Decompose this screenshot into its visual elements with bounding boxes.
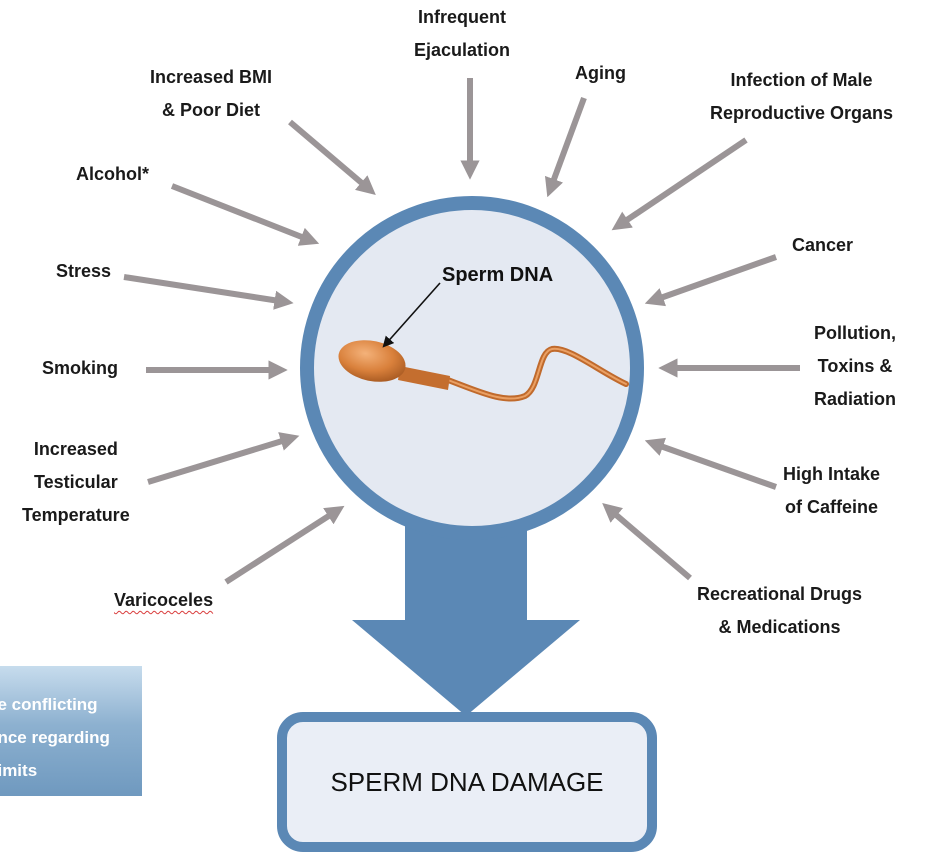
factor-infrequent-ejaculation: Infrequent Ejaculation — [414, 7, 511, 60]
factor-varicoceles: Varicoceles — [114, 590, 214, 610]
outcome-label: SPERM DNA DAMAGE — [330, 766, 604, 797]
arrow-bmi — [288, 119, 376, 195]
arrow-alcohol — [170, 183, 320, 246]
factor-aging: Aging — [575, 63, 626, 83]
arrow-caffeine — [644, 437, 778, 490]
factor-caffeine: High Intake of Caffeine — [783, 464, 881, 517]
footnote-text: *Some conflicting evidence regarding saf… — [0, 695, 110, 780]
sperm-dna-label: Sperm DNA — [442, 264, 554, 286]
factor-drugs: Recreational Drugs & Medications — [697, 584, 863, 637]
arrow-varicoceles — [224, 505, 345, 585]
factor-stress: Stress — [56, 261, 112, 281]
factor-alcohol: Alcohol* — [76, 164, 150, 184]
big-down-arrow — [352, 500, 580, 716]
arrow-temperature — [147, 432, 300, 485]
arrow-stress — [123, 274, 294, 310]
factor-infection: Infection of Male Reproductive Organs — [710, 70, 894, 123]
sperm-dna-pointer — [382, 282, 441, 348]
arrow-aging — [544, 96, 587, 198]
footnote-box: *Some conflicting evidence regarding saf… — [0, 666, 142, 796]
arrow-infection — [611, 137, 748, 231]
center-circle — [300, 196, 644, 540]
sperm-cell-icon — [338, 340, 629, 402]
factor-temperature: Increased Testicular Temperature — [22, 439, 130, 525]
outcome-box: SPERM DNA DAMAGE — [277, 712, 657, 852]
arrow-cancer — [644, 254, 778, 307]
arrow-drugs — [602, 503, 692, 581]
factor-smoking: Smoking — [42, 358, 119, 378]
factor-bmi: Increased BMI & Poor Diet — [150, 67, 273, 120]
factor-pollution: Pollution, Toxins & Radiation — [814, 323, 897, 409]
factor-cancer: Cancer — [792, 235, 854, 255]
